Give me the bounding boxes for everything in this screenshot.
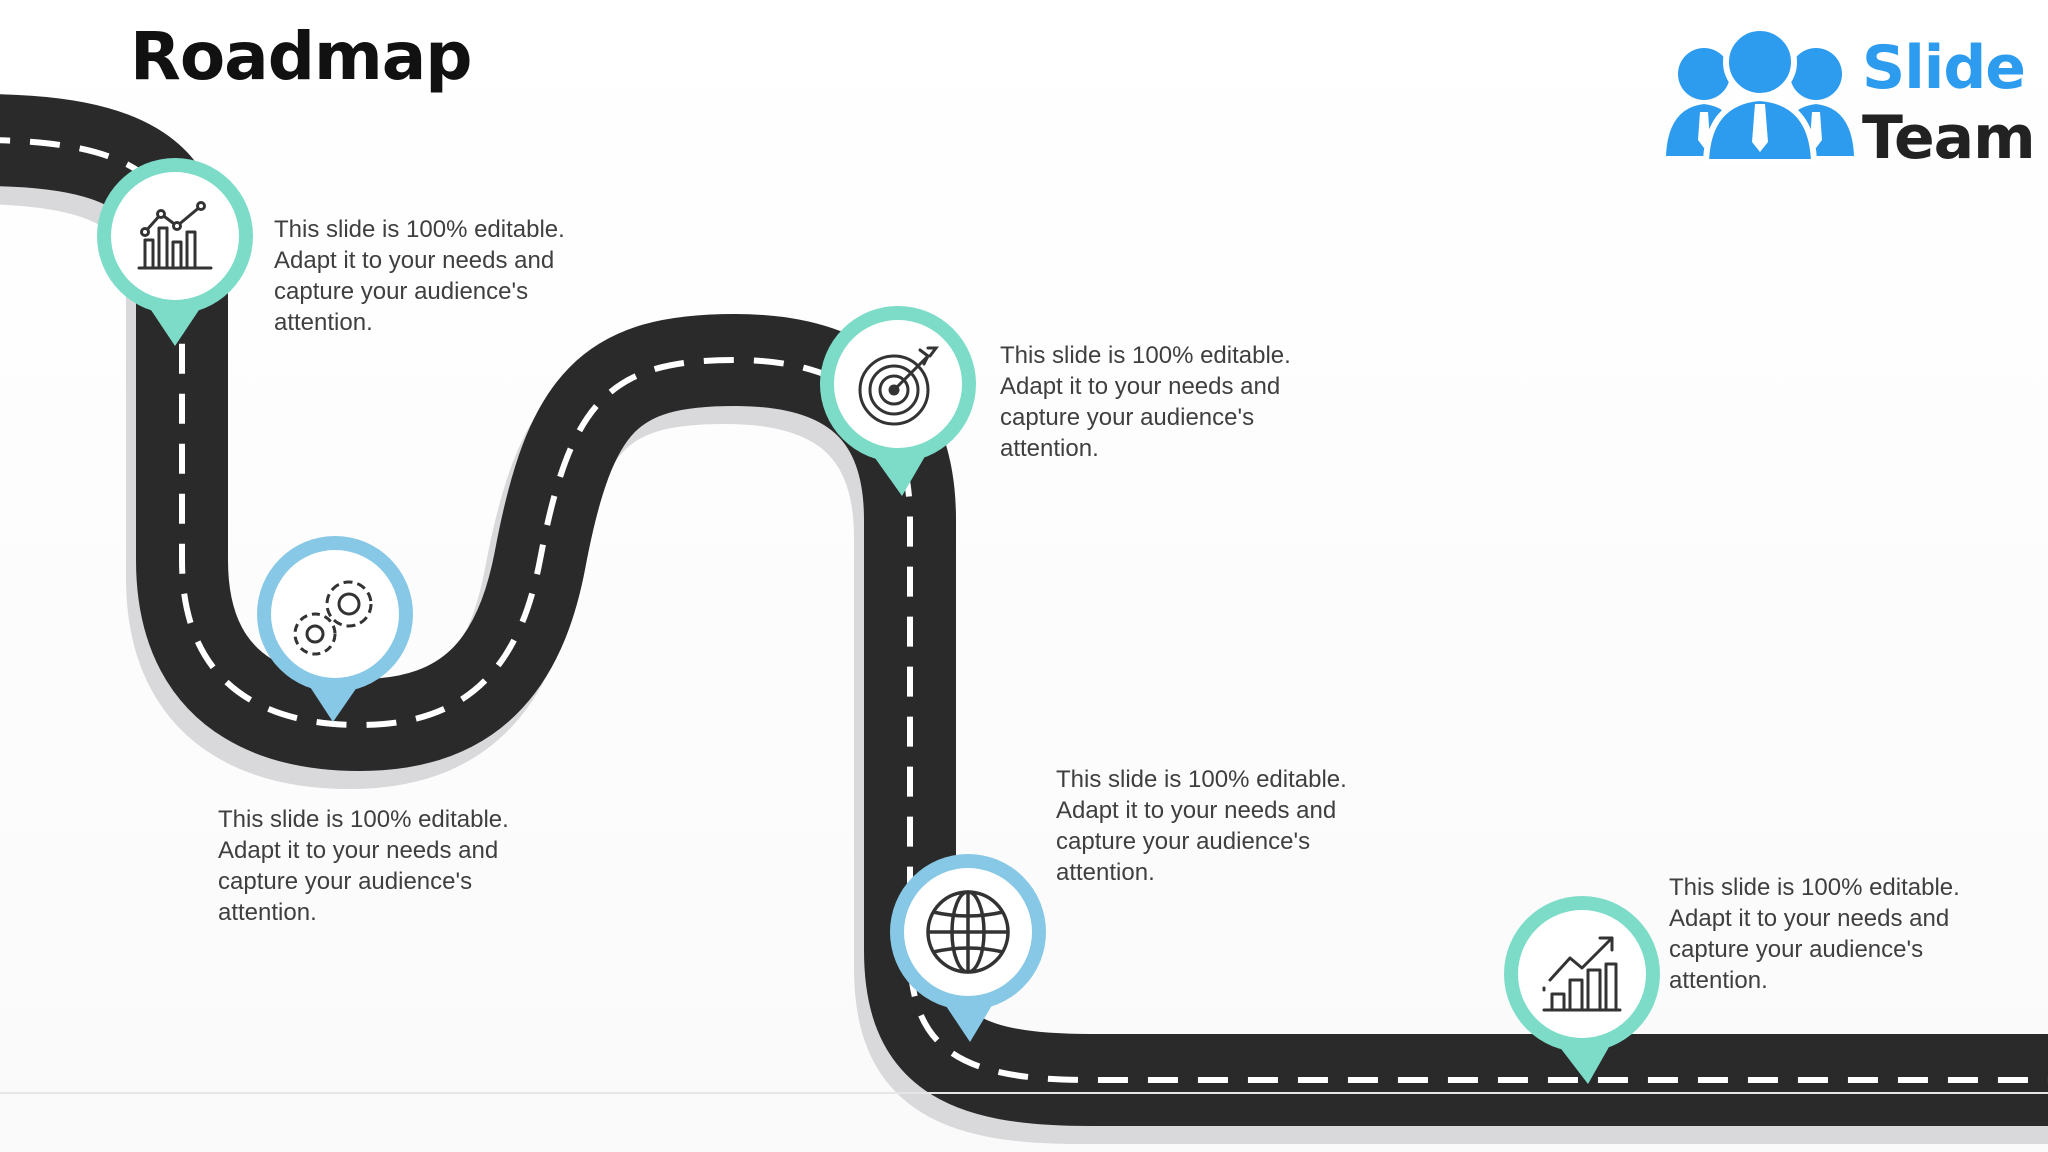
milestone-5-description: This slide is 100% editable. Adapt it to… — [1669, 874, 1960, 994]
slide-bottom-divider — [0, 1092, 2048, 1094]
milestone-4-description: This slide is 100% editable. Adapt it to… — [1056, 766, 1347, 886]
gears-icon — [293, 580, 373, 656]
milestone-2-description: This slide is 100% editable. Adapt it to… — [218, 806, 509, 926]
slideteam-logo: Slide Team — [1662, 25, 2036, 168]
milestone-1-description: This slide is 100% editable. Adapt it to… — [274, 216, 565, 336]
slide-title: Roadmap — [130, 18, 472, 95]
milestone-pin-3 — [820, 306, 976, 496]
globe-icon — [926, 890, 1010, 974]
chart-analytics-icon — [137, 201, 213, 270]
growth-chart-icon — [1542, 936, 1622, 1012]
milestone-pin-2 — [257, 536, 413, 722]
logo-word-team: Team — [1862, 103, 2036, 173]
logo-word-slide: Slide — [1862, 33, 2026, 103]
target-icon — [858, 346, 939, 426]
team-people-icon — [1666, 25, 1854, 165]
milestone-pin-4 — [890, 854, 1046, 1042]
milestone-pin-5 — [1504, 896, 1660, 1084]
milestone-pin-1 — [97, 158, 253, 346]
milestone-3-description: This slide is 100% editable. Adapt it to… — [1000, 342, 1291, 462]
